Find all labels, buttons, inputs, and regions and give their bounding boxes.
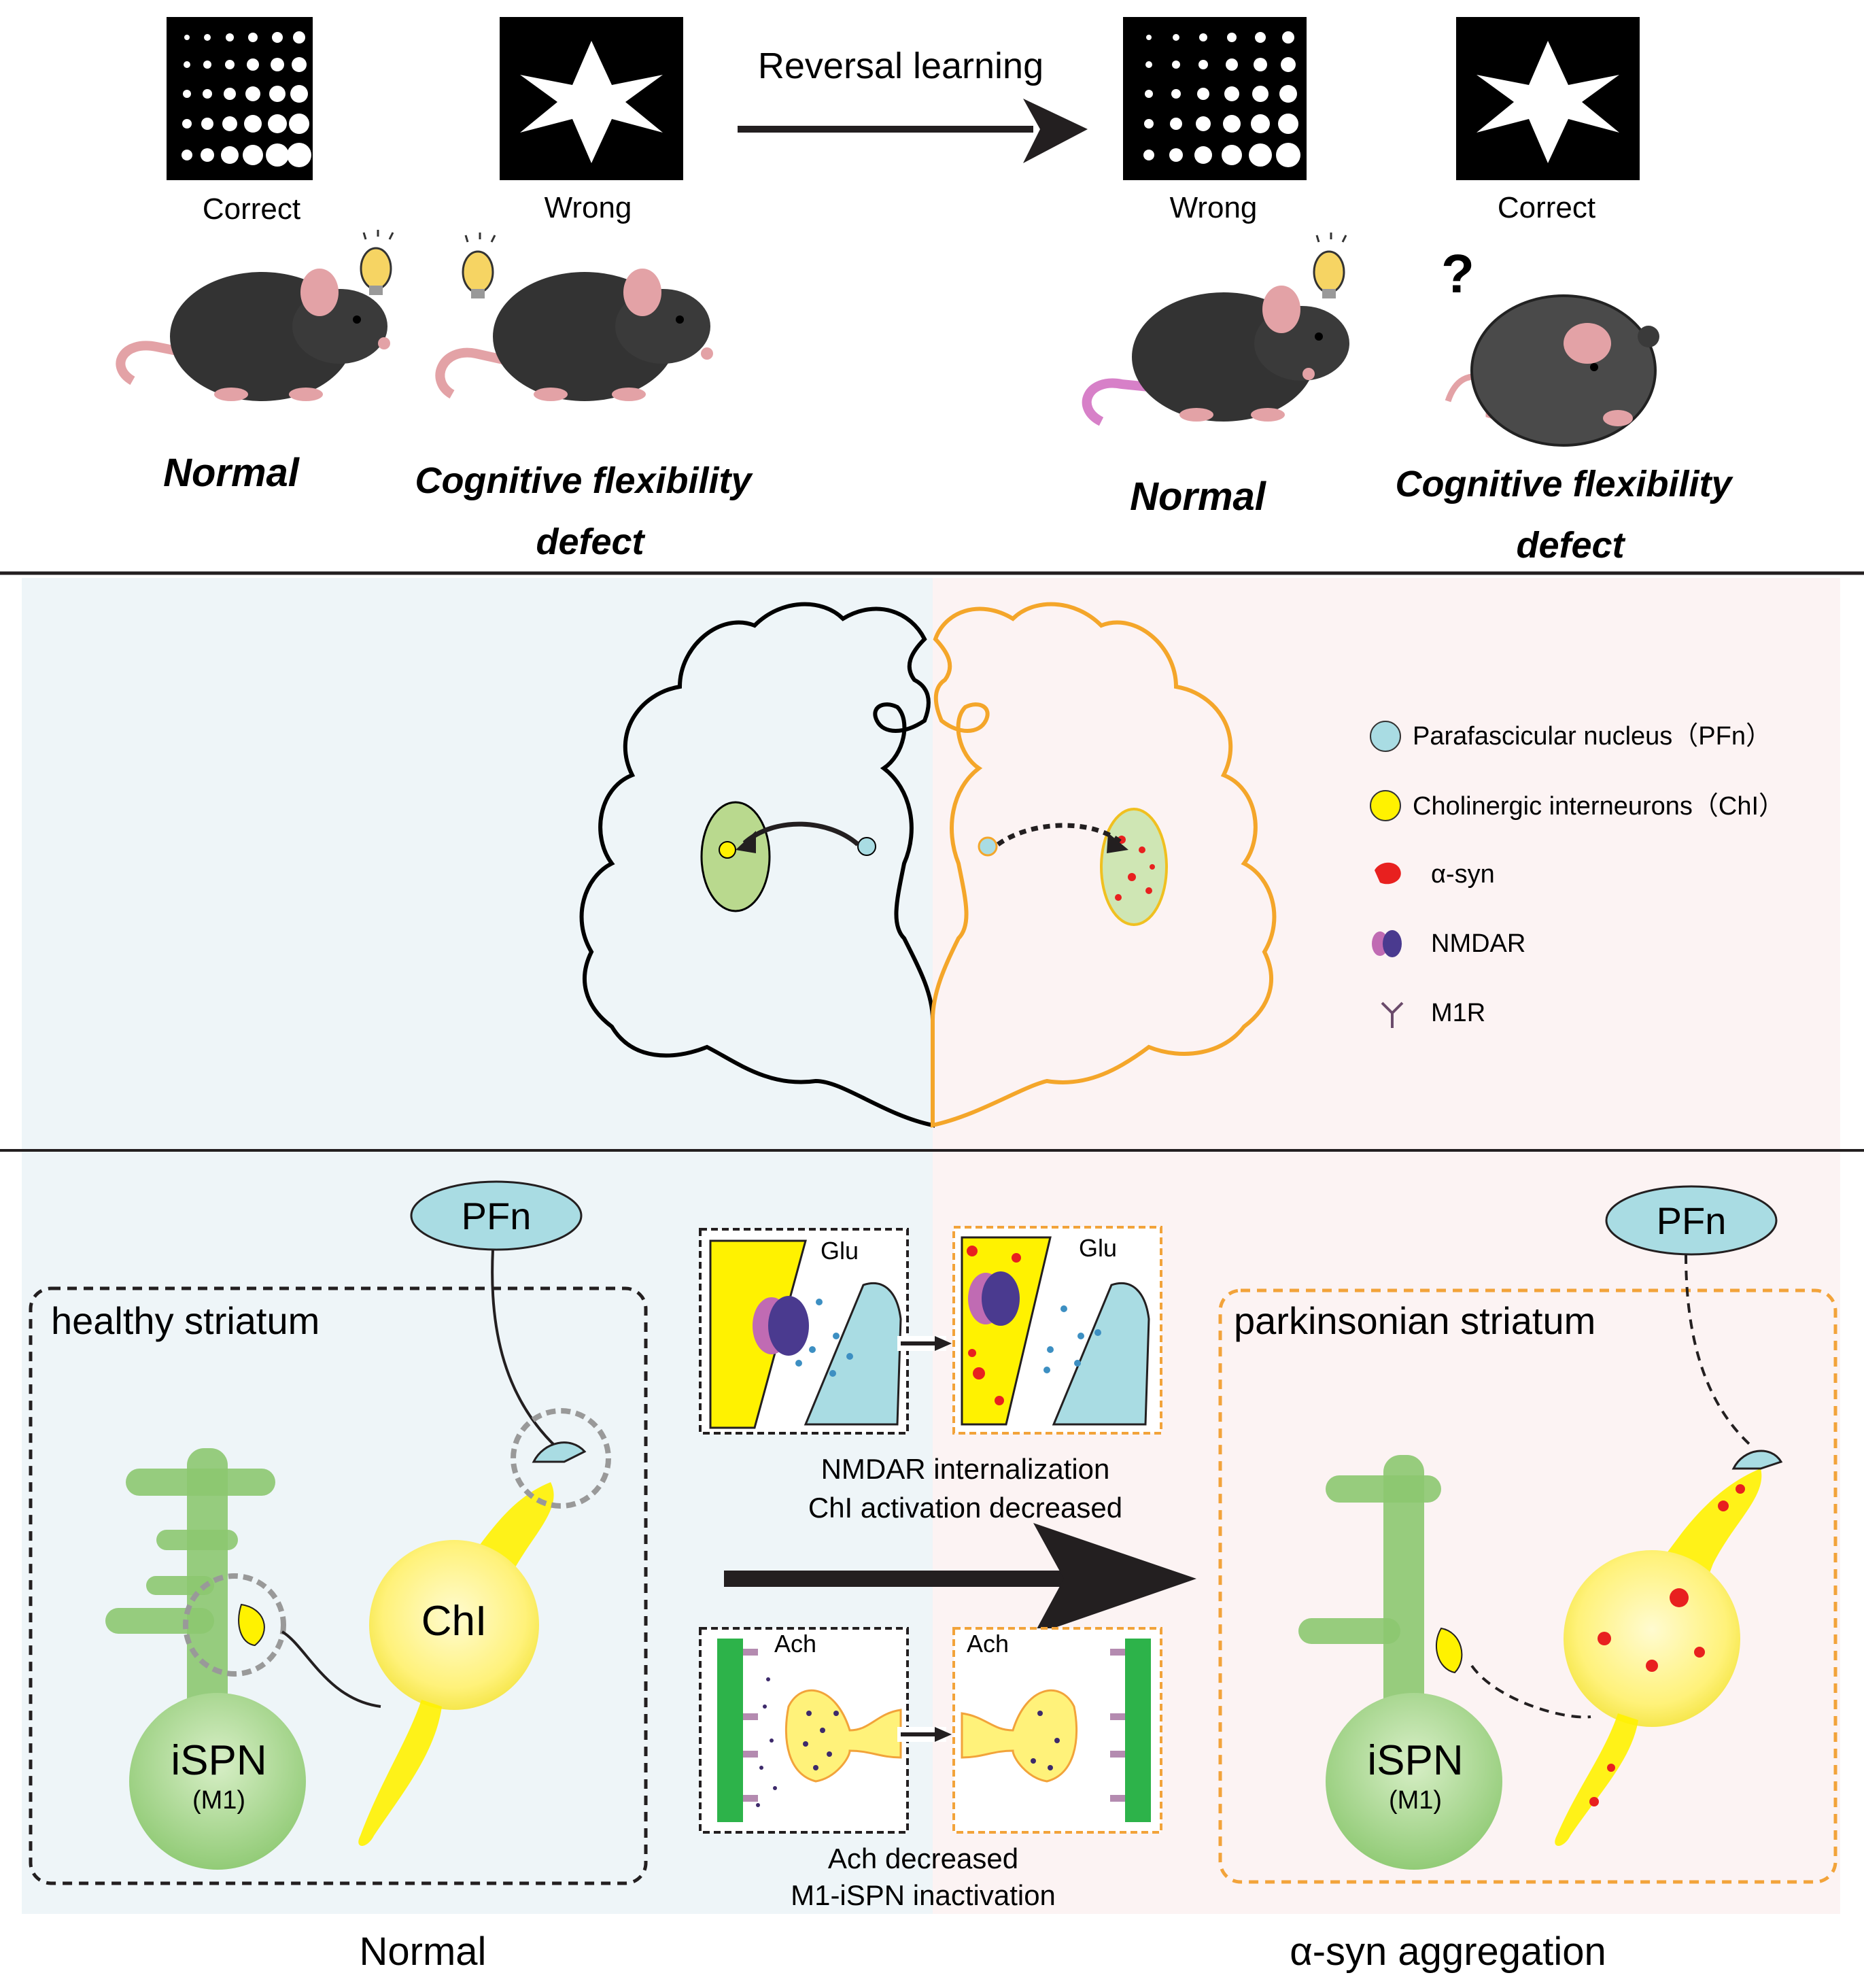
glu-label-syn: Glu [1079,1234,1117,1262]
legend-item-nmdar: NMDAR [1431,929,1525,958]
caption-bottom-line2: M1-iSPN inactivation [791,1879,1056,1911]
legend-item-m1r: M1R [1431,999,1485,1027]
legend-item-syn: α-syn [1431,860,1495,889]
footer-label-syn: α-syn aggregation [1290,1930,1606,1974]
lightbulb-icon-left-2 [462,233,496,298]
dots-label-right: Wrong [1170,191,1258,224]
yellow-circle-icon [1370,790,1401,821]
striatum-region-right [1100,808,1168,926]
mouse-defect-left [435,269,713,401]
pfn-terminal-right [1731,1450,1783,1470]
legend-item-chi: Cholinergic interneurons（ChI） [1413,792,1784,821]
pfn-marker-left [857,837,876,856]
brain-right-hemisphere [931,602,1277,1128]
mouse-normal-left [116,269,390,401]
lightbulb-icon-left-1 [360,230,394,295]
pfn-axon-right [1685,1254,1755,1450]
chi-neuron-left [358,1482,554,1846]
chi-axon-right [1470,1664,1591,1719]
pfn-axon-left [491,1249,559,1450]
caption-top-line1: NMDAR internalization [821,1453,1110,1485]
ach-inset-normal [699,1627,909,1834]
parkinsonian-striatum-box [1218,1288,1837,1884]
ach-label-syn: Ach [967,1630,1009,1658]
ach-label-normal: Ach [774,1630,816,1658]
pfn-node-right [1605,1185,1778,1256]
mouse-label-normal-right: Normal [1130,475,1267,519]
mouse-label-defect-right-line2: defect [1516,525,1625,566]
mouse-normal-right [1082,286,1349,426]
brain-left-hemisphere [579,602,935,1128]
mouse-label-defect-left-line1: Cognitive flexibility [415,460,753,501]
ispn-sub-label-right: (M1) [1389,1786,1442,1815]
pfn-projection-arrowhead-right [1107,833,1128,853]
parkinsonian-striatum-label: parkinsonian striatum [1234,1299,1595,1342]
star-stimulus-image-left [500,17,683,180]
star-label-right: Correct [1498,191,1595,224]
question-mark-icon: ? [1441,243,1474,304]
ispn-neuron-left [105,1448,306,1870]
red-blob-icon [1375,862,1401,885]
dots-label-left: Correct [203,192,300,226]
pfn-label-right: PFn [1657,1199,1727,1242]
ispn-neuron-right [1298,1455,1502,1870]
ach-inset-syn [952,1627,1162,1834]
mouse-label-defect-left-line2: defect [536,521,645,562]
pfn-marker-right [978,836,998,857]
pfn-projection-arrow-right [996,823,1124,846]
dots-stimulus-image-right [1123,17,1307,180]
cyan-circle-icon [1370,721,1401,752]
chi-terminal-left [238,1603,265,1647]
inset-transition-arrow-top [897,1336,952,1351]
synapse-highlight-left [183,1573,286,1677]
glu-label-normal: Glu [821,1237,859,1265]
pfn-label-left: PFn [462,1195,532,1237]
ispn-sub-label-left: (M1) [192,1786,245,1815]
striatum-region-left [700,801,771,912]
m1r-receptor-icon [1381,1001,1404,1028]
bottom-section: healthy striatum PFn iSPN (M1) ChI [29,1180,1837,1974]
reversal-learning-label: Reversal learning [758,46,1043,86]
star-label-left: Wrong [545,191,632,224]
caption-top-line2: ChI activation decreased [808,1492,1122,1524]
healthy-striatum-box [29,1286,648,1885]
legend: Parafascicular nucleus（PFn） Cholinergic … [1370,721,1784,1028]
chi-terminal-right [1435,1627,1463,1674]
legend-item-pfn: Parafascicular nucleus（PFn） [1413,722,1772,751]
caption-bottom-line1: Ach decreased [828,1843,1018,1874]
mouse-confused-right [1445,294,1659,447]
reversal-arrow [738,99,1088,163]
pfn-node-left [410,1180,583,1251]
synapse-highlight-pfn-left [511,1408,611,1509]
star-stimulus-image-right [1456,17,1640,180]
healthy-striatum-label: healthy striatum [51,1299,320,1342]
nmdar-receptor-icon [1372,930,1402,957]
pfn-projection-arrowhead-left [736,831,756,853]
inset-transition-arrow-bottom [897,1727,952,1742]
glu-inset-syn [952,1226,1162,1435]
mouse-label-normal-left: Normal [163,451,300,495]
chi-marker-left [719,841,736,859]
chi-axon-left [281,1630,381,1708]
central-transition-arrow [724,1523,1196,1635]
chi-label-left: ChI [421,1598,487,1645]
lightbulb-icon-right [1313,233,1347,298]
ispn-label-left: iSPN [171,1737,266,1784]
mouse-label-defect-right-line1: Cognitive flexibility [1395,464,1733,504]
ispn-label-right: iSPN [1367,1737,1463,1784]
glu-inset-normal [699,1228,909,1435]
top-section: Correct Wrong Reversal learning Wrong [116,17,1733,566]
brain-section: Parafascicular nucleus（PFn） Cholinergic … [579,602,1784,1128]
chi-neuron-right [1555,1469,1762,1846]
pfn-terminal-left [532,1441,587,1463]
pfn-projection-arrow-left [742,821,860,846]
footer-label-normal: Normal [360,1930,487,1974]
dots-stimulus-image-left [167,17,313,180]
